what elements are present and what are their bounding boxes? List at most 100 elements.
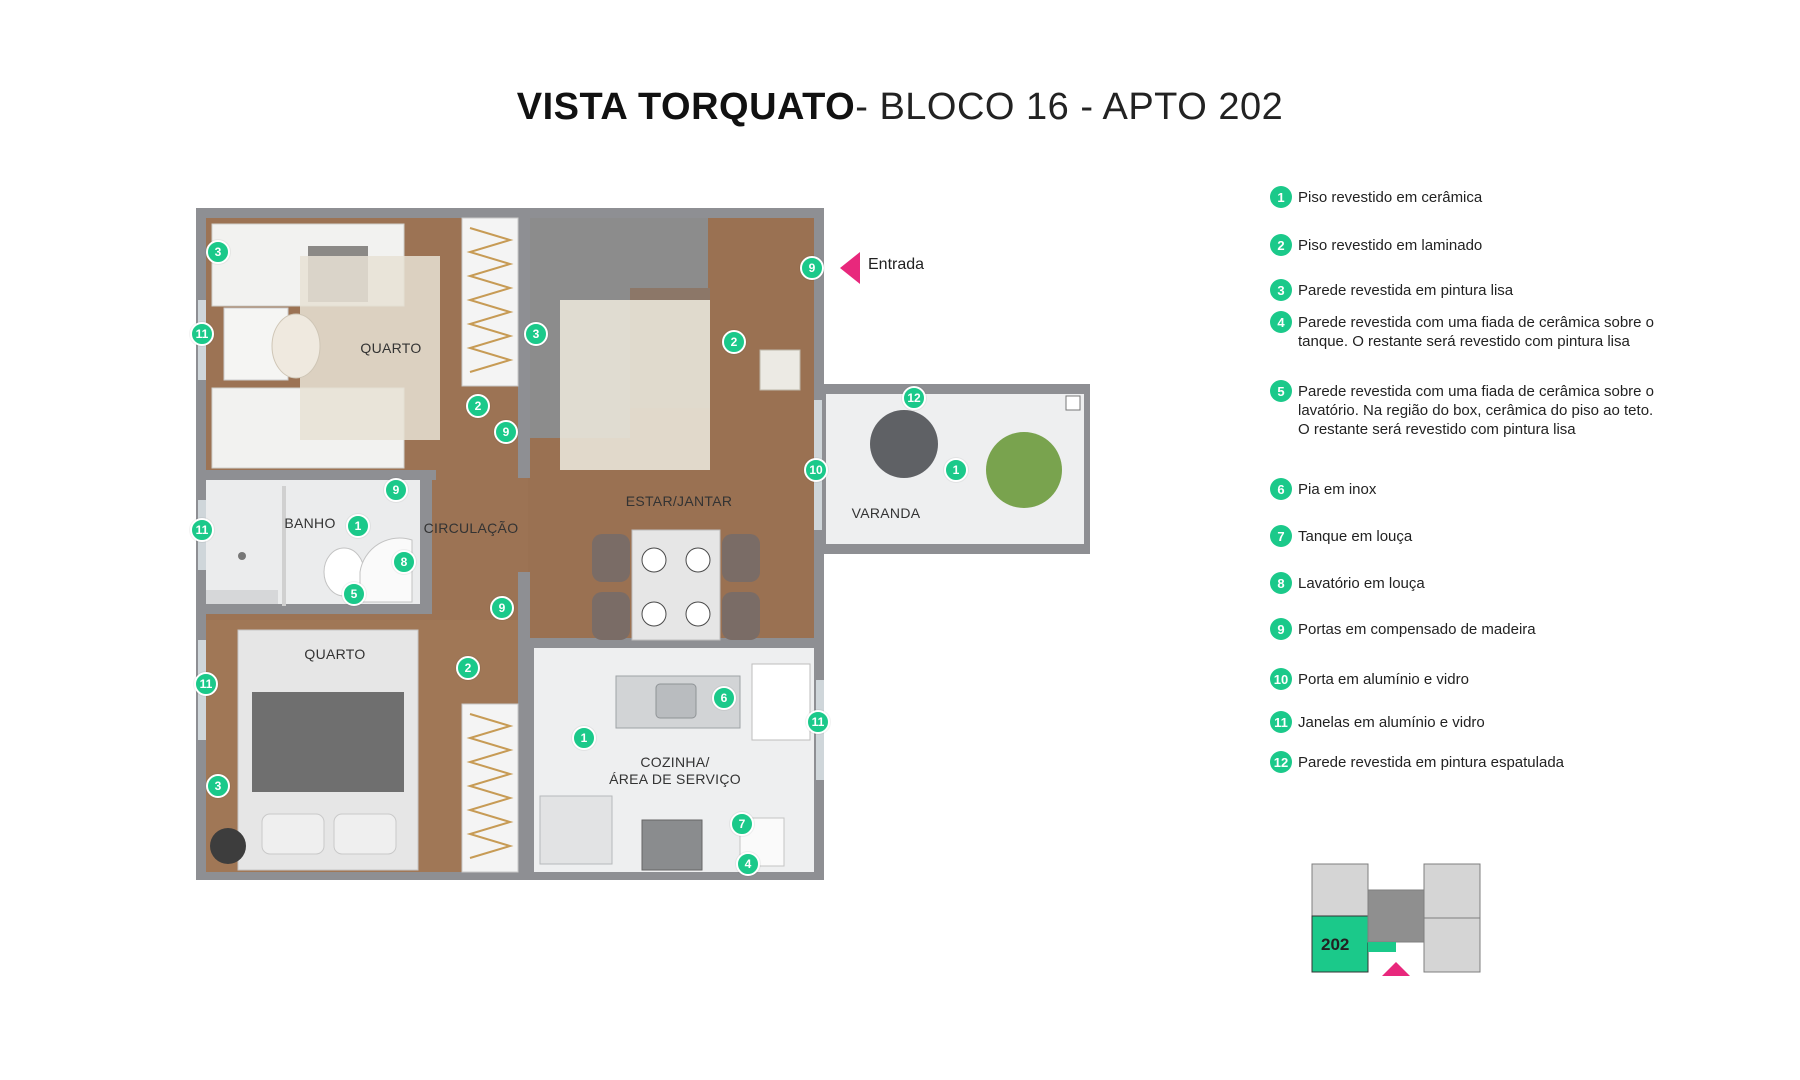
wall-circ-kitchen	[518, 572, 530, 880]
keyplan-unit-top-left	[1311, 863, 1369, 917]
rug-living	[560, 300, 710, 470]
side-table	[759, 349, 801, 391]
plan-marker: 10	[804, 458, 828, 482]
plan-marker: 6	[712, 686, 736, 710]
washer	[539, 795, 613, 865]
plan-marker: 11	[190, 518, 214, 542]
legend-item: 7 Tanque em louça	[1270, 525, 1668, 547]
room-label-bathroom: BANHO	[284, 515, 336, 531]
legend-text: Lavatório em louça	[1298, 575, 1425, 592]
page-title: VISTA TORQUATO- BLOCO 16 - APTO 202	[0, 86, 1800, 129]
plate-4	[685, 601, 711, 627]
legend-item: 6 Pia em inox	[1270, 478, 1668, 500]
project-name: VISTA TORQUATO	[516, 86, 856, 128]
legend-text: Pia em inox	[1298, 481, 1377, 498]
room-label-kitchen-line1: COZINHA/	[640, 754, 710, 770]
keyplan-unit-label: 202	[1321, 935, 1350, 954]
bed-bottom-blanket	[252, 692, 404, 792]
plan-marker: 4	[736, 852, 760, 876]
room-label-kitchen-line2: ÁREA DE SERVIÇO	[609, 771, 741, 787]
plan-marker: 3	[206, 774, 230, 798]
keyplan-unit-bottom-right	[1423, 917, 1481, 973]
balcony-drain	[1065, 395, 1081, 411]
plan-marker: 9	[494, 420, 518, 444]
legend-number: 1	[1270, 186, 1292, 208]
legend-number: 2	[1270, 234, 1292, 256]
plan-marker: 5	[342, 582, 366, 606]
legend-text: Piso revestido em cerâmica	[1298, 189, 1483, 206]
rug-top	[300, 256, 440, 440]
plan-marker: 7	[730, 812, 754, 836]
plan-marker: 2	[722, 330, 746, 354]
plan-marker: 11	[190, 322, 214, 346]
legend-item: 9 Portas em compensado de madeira	[1270, 618, 1668, 640]
wardrobe-bottom-hangers	[466, 713, 514, 859]
dining-chair-2	[592, 592, 630, 640]
legend-item: 1 Piso revestido em cerâmica	[1270, 186, 1668, 208]
room-label-balcony: VARANDA	[851, 505, 921, 521]
shower-divider	[282, 486, 286, 606]
room-label-bedroom-top: QUARTO	[360, 340, 422, 356]
entrance-label: Entrada	[868, 256, 925, 273]
plan-marker: 11	[806, 710, 830, 734]
wall-kitchen-top	[530, 640, 620, 648]
plate-2	[685, 547, 711, 573]
stove	[641, 819, 703, 871]
legend-text: Tanque em louça	[1298, 528, 1413, 545]
pillow-2	[333, 813, 397, 855]
unit-subtitle: - BLOCO 16 - APTO 202	[855, 86, 1284, 128]
plan-marker: 1	[346, 514, 370, 538]
room-label-living: ESTAR/JANTAR	[625, 493, 733, 509]
legend-text: Janelas em alumínio e vidro	[1298, 714, 1485, 731]
plate-1	[641, 547, 667, 573]
legend-number: 4	[1270, 311, 1292, 333]
legend-text: Porta em alumínio e vidro	[1298, 671, 1469, 688]
plan-marker: 1	[944, 458, 968, 482]
legend-number: 5	[1270, 380, 1292, 402]
legend-text: Piso revestido em laminado	[1298, 237, 1483, 254]
balcony-table	[870, 410, 938, 478]
legend-text: Portas em compensado de madeira	[1298, 621, 1536, 638]
wardrobe-top-hangers	[466, 227, 514, 373]
legend-text: Parede revestida com uma fiada de cerâmi…	[1298, 383, 1655, 438]
kitchen-sink	[655, 683, 697, 719]
dining-chair-3	[722, 534, 760, 582]
room-label-bedroom-bottom: QUARTO	[304, 646, 366, 662]
legend-number: 12	[1270, 751, 1292, 773]
dining-chair-1	[592, 534, 630, 582]
chair	[271, 313, 321, 379]
plan-marker: 2	[456, 656, 480, 680]
nightstand	[210, 828, 246, 864]
plan-marker: 9	[384, 478, 408, 502]
wall-bedroom-living	[518, 208, 530, 478]
legend-number: 8	[1270, 572, 1292, 594]
legend-text: Parede revestida com uma fiada de cerâmi…	[1298, 314, 1655, 350]
legend-number: 9	[1270, 618, 1292, 640]
legend-item: 11 Janelas em alumínio e vidro	[1270, 711, 1668, 733]
pillow-1	[261, 813, 325, 855]
legend-number: 11	[1270, 711, 1292, 733]
keyplan-entrance-marker	[1368, 942, 1396, 952]
keyplan-unit-top-right	[1423, 863, 1481, 919]
legend-number: 7	[1270, 525, 1292, 547]
legend-item: 5 Parede revestida com uma fiada de cerâm…	[1270, 380, 1668, 439]
balcony-plant	[986, 432, 1062, 508]
plan-marker: 9	[800, 256, 824, 280]
bath-window-box	[206, 590, 278, 608]
wall-bath-bedroom	[206, 604, 432, 614]
keyplan-entrance-icon	[1382, 962, 1410, 976]
legend-text: Parede revestida em pintura lisa	[1298, 282, 1514, 299]
plan-marker: 3	[206, 240, 230, 264]
legend-item: 8 Lavatório em louça	[1270, 572, 1668, 594]
legend-item: 2 Piso revestido em laminado	[1270, 234, 1668, 256]
plan-marker: 8	[392, 550, 416, 574]
legend-number: 6	[1270, 478, 1292, 500]
shower-drain	[238, 552, 246, 560]
dining-chair-4	[722, 592, 760, 640]
plan-marker: 2	[466, 394, 490, 418]
plan-marker: 3	[524, 322, 548, 346]
